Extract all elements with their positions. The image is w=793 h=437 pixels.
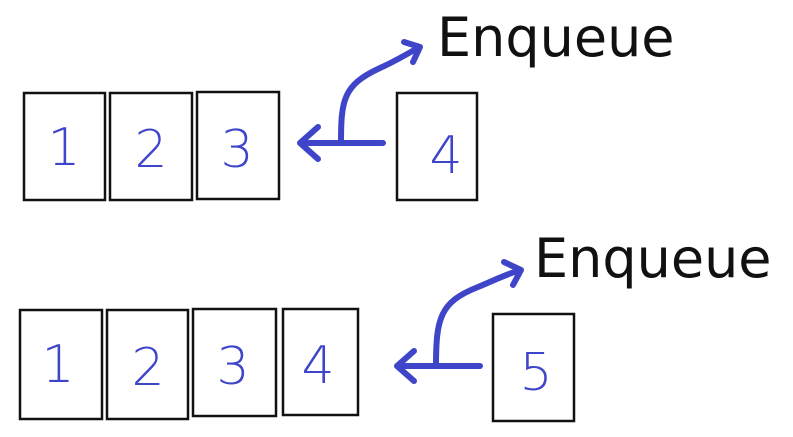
row-1: 1 2 3 4 Enqueue <box>22 6 675 202</box>
queue-cell <box>108 91 194 202</box>
enqueue-arrow-up <box>338 39 423 146</box>
queue-cell-value: 3 <box>216 337 249 397</box>
queue-row-1: 1 2 3 <box>22 90 281 202</box>
queue-cell <box>105 308 190 421</box>
queue-cell <box>18 308 104 421</box>
queue-cell <box>22 91 107 202</box>
incoming-element-value: 5 <box>519 343 552 403</box>
queue-row-2: 1 2 3 4 <box>18 307 360 421</box>
incoming-element <box>395 91 479 202</box>
queue-cell-value: 2 <box>134 120 167 180</box>
queue-cell-value: 4 <box>301 336 334 396</box>
row-2: 1 2 3 4 5 Enqueue <box>18 227 772 423</box>
incoming-element-value: 4 <box>429 126 462 186</box>
enqueue-label: Enqueue <box>534 227 772 290</box>
queue-cell <box>191 307 278 418</box>
queue-cell <box>195 90 281 201</box>
queue-cell-value: 2 <box>131 338 164 398</box>
queue-cell-value: 1 <box>41 335 74 395</box>
queue-cell <box>281 307 360 417</box>
enqueue-arrow-up <box>433 259 524 369</box>
enqueue-label: Enqueue <box>437 6 675 69</box>
queue-cell-value: 3 <box>220 120 253 180</box>
incoming-element <box>491 312 576 423</box>
queue-cell-value: 1 <box>47 118 80 178</box>
